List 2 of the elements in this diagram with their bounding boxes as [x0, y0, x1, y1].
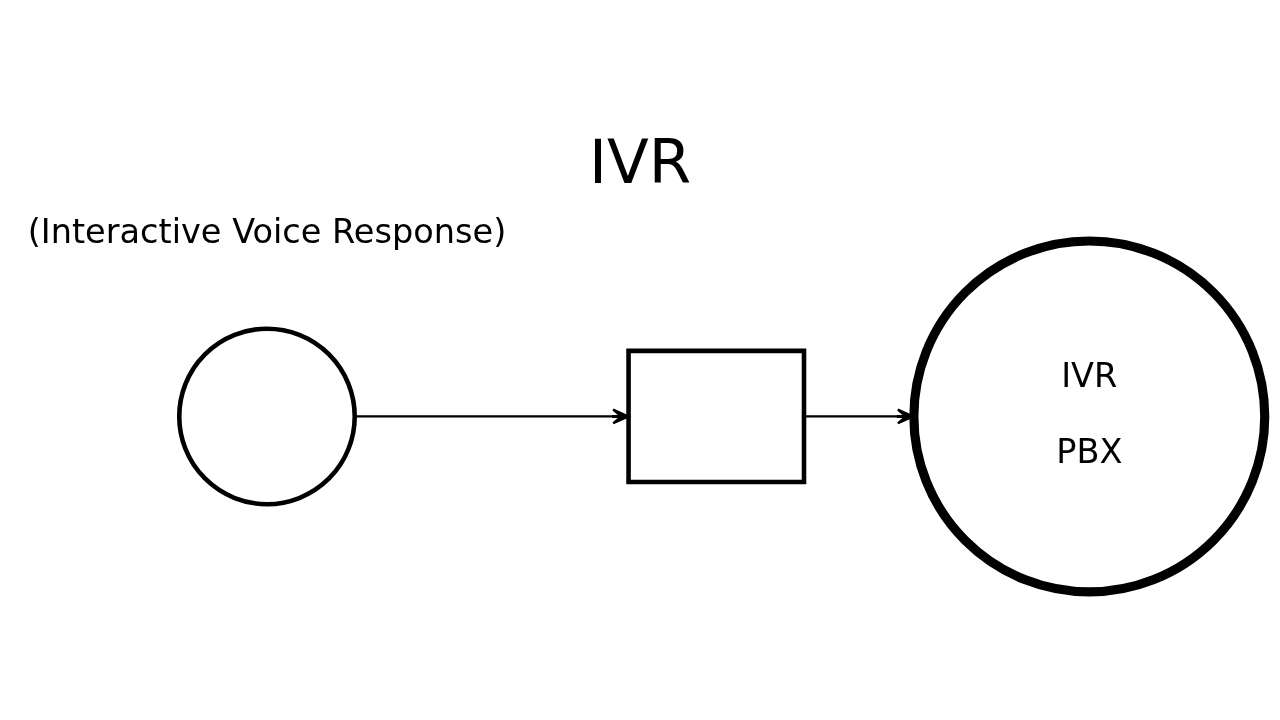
label: (Interactive Voice Response) [27, 212, 507, 252]
diagram-title: IVR [588, 126, 692, 198]
